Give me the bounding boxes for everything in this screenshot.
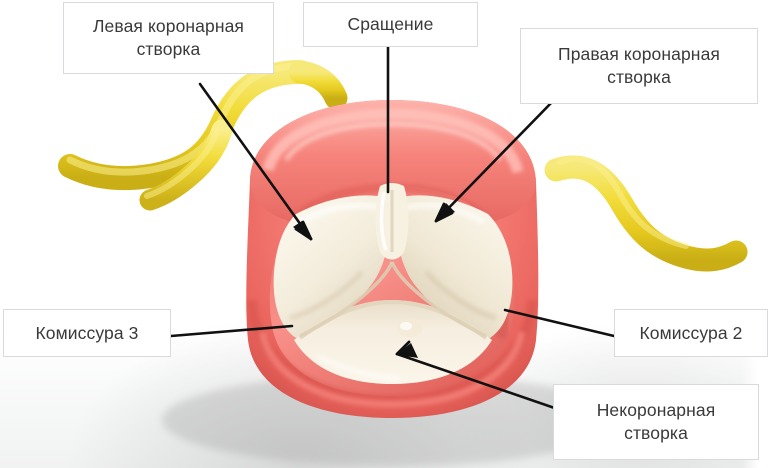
- label-line-2: створка: [136, 39, 201, 59]
- label-commissure-3: Комиссура 3: [3, 309, 171, 357]
- label-non-coronary-cusp: Некоронарная створка: [553, 384, 759, 460]
- label-line-1: Некоронарная: [596, 400, 716, 421]
- leader-non-coronary-cusp: [395, 340, 574, 416]
- right-coronary-artery-tube: [544, 155, 748, 272]
- label-line-1: Комиссура 2: [639, 322, 743, 343]
- right-coronary-cusp-shape: [396, 195, 513, 338]
- leader-commissure-3: [169, 324, 294, 338]
- label-fusion: Сращение: [303, 2, 478, 47]
- leader-commissure-2: [503, 308, 616, 338]
- label-line-1: Комиссура 3: [35, 322, 139, 343]
- leader-right-coronary-cusp: [434, 98, 556, 223]
- label-right-coronary-cusp: Правая коронарная створка: [520, 28, 758, 104]
- label-line-2: створка: [607, 67, 671, 87]
- label-left-coronary-cusp: Левая коронарная створка: [63, 2, 274, 74]
- label-line-1: Левая коронарная: [92, 16, 245, 37]
- non-coronary-cusp-shape: [294, 300, 492, 384]
- leader-lines: [169, 43, 616, 416]
- left-coronary-artery-tube: [58, 60, 348, 211]
- label-line-2: створка: [624, 423, 688, 443]
- label-commissure-2: Комиссура 2: [614, 309, 768, 357]
- model-shadow: [162, 374, 622, 466]
- label-line-1: Сращение: [347, 14, 434, 35]
- leader-left-coronary-cusp: [198, 82, 313, 241]
- label-line-1: Правая коронарная: [558, 44, 720, 65]
